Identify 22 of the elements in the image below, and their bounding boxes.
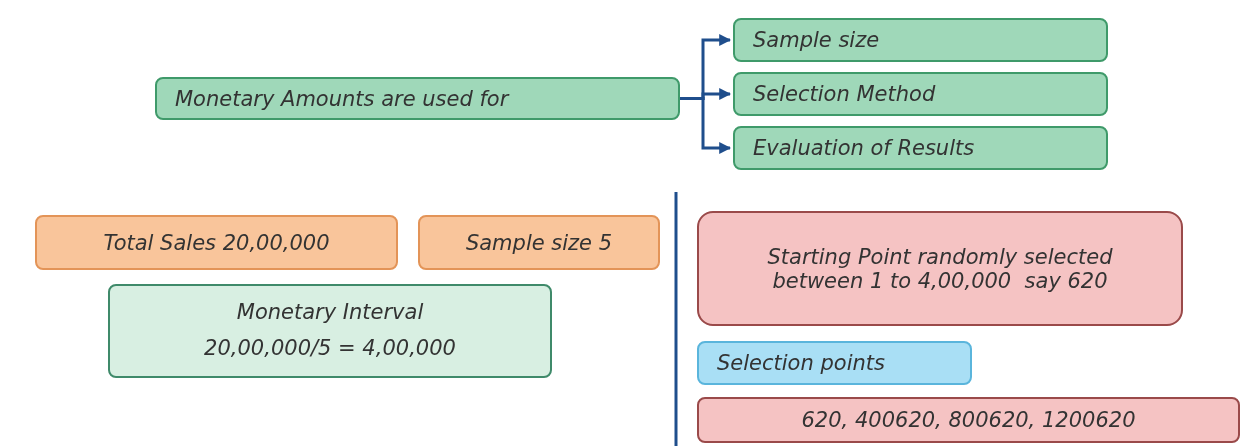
box-text: Sample size 5 [464, 230, 614, 255]
result-box [108, 284, 552, 378]
box-text: Selection Method [753, 82, 937, 106]
box-text: Selection points [717, 351, 886, 375]
bracket-arrow [680, 97, 732, 154]
input-box [418, 215, 660, 270]
result-box [697, 397, 1240, 443]
process-box [733, 126, 1108, 170]
box-text: 620, 400620, 800620, 1200620 [800, 408, 1137, 432]
heading-box [697, 341, 972, 385]
result-box [697, 211, 1183, 326]
box-text: Monetary Interval [235, 299, 425, 327]
process-box [155, 77, 680, 120]
box-text: 20,00,000/5 = 4,00,000 [203, 335, 457, 362]
process-box [733, 72, 1108, 116]
process-box [733, 18, 1108, 62]
box-text: Total Sales 20,00,000 [102, 230, 331, 255]
input-box [35, 215, 398, 270]
box-text: Evaluation of Results [753, 136, 976, 160]
box-text: Sample size [753, 28, 881, 52]
box-text: Monetary Amounts are used for [175, 86, 511, 111]
box-text: Starting Point randomly selected between 1 to 4,00,000 say 620 [766, 244, 1114, 293]
